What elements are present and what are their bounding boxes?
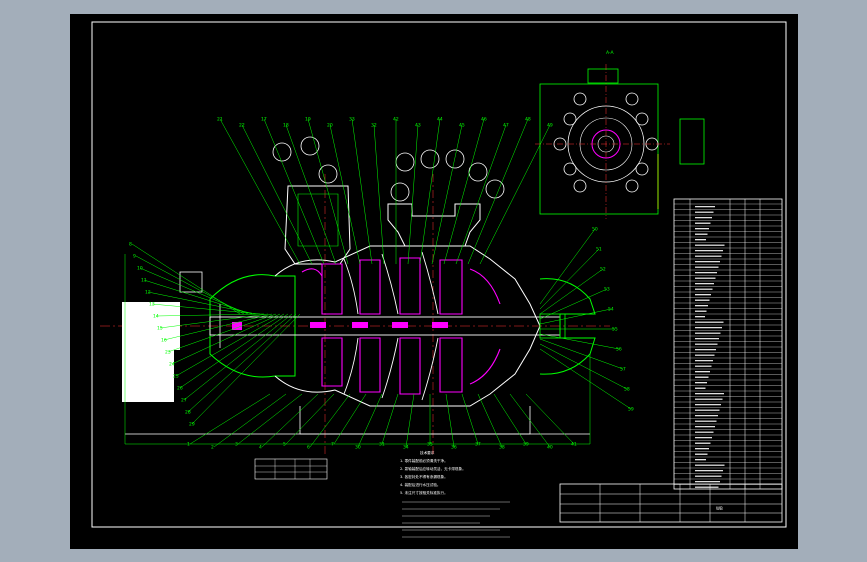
dimension-table bbox=[254, 458, 328, 480]
balloon-19: 19 bbox=[305, 117, 311, 123]
balloon-38: 38 bbox=[499, 445, 505, 451]
balloon-59: 59 bbox=[628, 407, 634, 413]
balloon-18: 18 bbox=[283, 123, 289, 129]
balloon-27: 27 bbox=[181, 398, 187, 404]
balloon-14: 14 bbox=[153, 314, 159, 320]
balloon-5: 5 bbox=[283, 442, 286, 448]
balloon-51: 51 bbox=[596, 247, 602, 253]
balloon-57: 57 bbox=[620, 367, 626, 373]
balloon-15: 15 bbox=[157, 326, 163, 332]
balloon-10: 10 bbox=[137, 266, 143, 272]
balloon-43: 43 bbox=[415, 123, 421, 129]
balloon-20: 20 bbox=[327, 123, 333, 129]
balloon-22: 22 bbox=[239, 123, 245, 129]
drawing-border bbox=[91, 21, 787, 528]
section-view-aa: A-A bbox=[535, 50, 705, 219]
balloon-46: 46 bbox=[481, 117, 487, 123]
balloon-9: 9 bbox=[133, 254, 136, 260]
title-block-text: WB bbox=[716, 506, 723, 511]
main-section-view bbox=[100, 136, 610, 454]
balloon-54: 54 bbox=[608, 307, 614, 313]
note-2: 2. 泵轴装配后应转动灵活，无卡滞现象。 bbox=[400, 466, 466, 471]
balloon-47: 47 bbox=[503, 123, 509, 129]
balloon-8: 8 bbox=[129, 242, 132, 248]
balloon-36: 36 bbox=[451, 445, 457, 451]
balloon-45: 45 bbox=[459, 123, 465, 129]
balloon-58: 58 bbox=[624, 387, 630, 393]
balloon-numbers: 2122171819203332424344454647484989101112… bbox=[129, 117, 634, 451]
balloon-41: 41 bbox=[571, 442, 577, 448]
balloon-21: 21 bbox=[217, 117, 223, 123]
balloon-56: 56 bbox=[616, 347, 622, 353]
note-3: 3. 各密封处不得有渗漏现象。 bbox=[400, 474, 448, 479]
balloon-11: 11 bbox=[141, 278, 147, 284]
balloon-30: 30 bbox=[355, 445, 361, 451]
balloon-44: 44 bbox=[437, 117, 443, 123]
balloon-25: 25 bbox=[173, 374, 179, 380]
balloon-23: 23 bbox=[165, 350, 171, 356]
balloon-42: 42 bbox=[393, 117, 399, 123]
section-label: A-A bbox=[606, 50, 615, 56]
balloon-39: 39 bbox=[523, 442, 529, 448]
balloon-4: 4 bbox=[259, 445, 262, 451]
balloon-28: 28 bbox=[185, 410, 191, 416]
balloon-7: 7 bbox=[331, 442, 334, 448]
balloon-12: 12 bbox=[145, 290, 151, 296]
balloon-2: 2 bbox=[211, 445, 214, 451]
title-block: WB bbox=[559, 483, 783, 523]
balloon-40: 40 bbox=[547, 445, 553, 451]
balloon-6: 6 bbox=[307, 445, 310, 451]
balloon-55: 55 bbox=[612, 327, 618, 333]
gauge-circles bbox=[272, 136, 505, 202]
balloon-33: 33 bbox=[349, 117, 355, 123]
balloon-1: 1 bbox=[187, 442, 190, 448]
balloon-13: 13 bbox=[149, 302, 155, 308]
balloon-3: 3 bbox=[235, 442, 238, 448]
balloon-52: 52 bbox=[600, 267, 606, 273]
balloon-49: 49 bbox=[547, 123, 553, 129]
cad-drawing: WB 技术要求 1. 零件装配前必须清洗干净。 2. 泵轴装配后应转动灵活，无卡… bbox=[91, 21, 787, 538]
note-4: 4. 装配后进行水压试验。 bbox=[400, 482, 441, 487]
notes-title: 技术要求 bbox=[420, 450, 435, 455]
parts-list bbox=[673, 198, 783, 490]
balloon-17: 17 bbox=[261, 117, 267, 123]
impellers bbox=[301, 257, 501, 395]
balloon-50: 50 bbox=[592, 227, 598, 233]
balloon-34: 34 bbox=[403, 445, 409, 451]
balloon-26: 26 bbox=[177, 386, 183, 392]
note-1: 1. 零件装配前必须清洗干净。 bbox=[400, 458, 448, 463]
balloon-35: 35 bbox=[427, 442, 433, 448]
leader-lines bbox=[131, 118, 632, 448]
technical-notes: 技术要求 1. 零件装配前必须清洗干净。 2. 泵轴装配后应转动灵活，无卡滞现象… bbox=[400, 450, 510, 538]
note-5: 5. 未注尺寸按相关标准执行。 bbox=[400, 490, 448, 495]
balloon-32: 32 bbox=[371, 123, 377, 129]
drawing-sheet: WB 技术要求 1. 零件装配前必须清洗干净。 2. 泵轴装配后应转动灵活，无卡… bbox=[70, 14, 798, 549]
balloon-16: 16 bbox=[161, 338, 167, 344]
balloon-53: 53 bbox=[604, 287, 610, 293]
balloon-24: 24 bbox=[169, 362, 175, 368]
balloon-37: 37 bbox=[475, 442, 481, 448]
balloon-31: 31 bbox=[379, 442, 385, 448]
balloon-29: 29 bbox=[189, 422, 195, 428]
balloon-48: 48 bbox=[525, 117, 531, 123]
